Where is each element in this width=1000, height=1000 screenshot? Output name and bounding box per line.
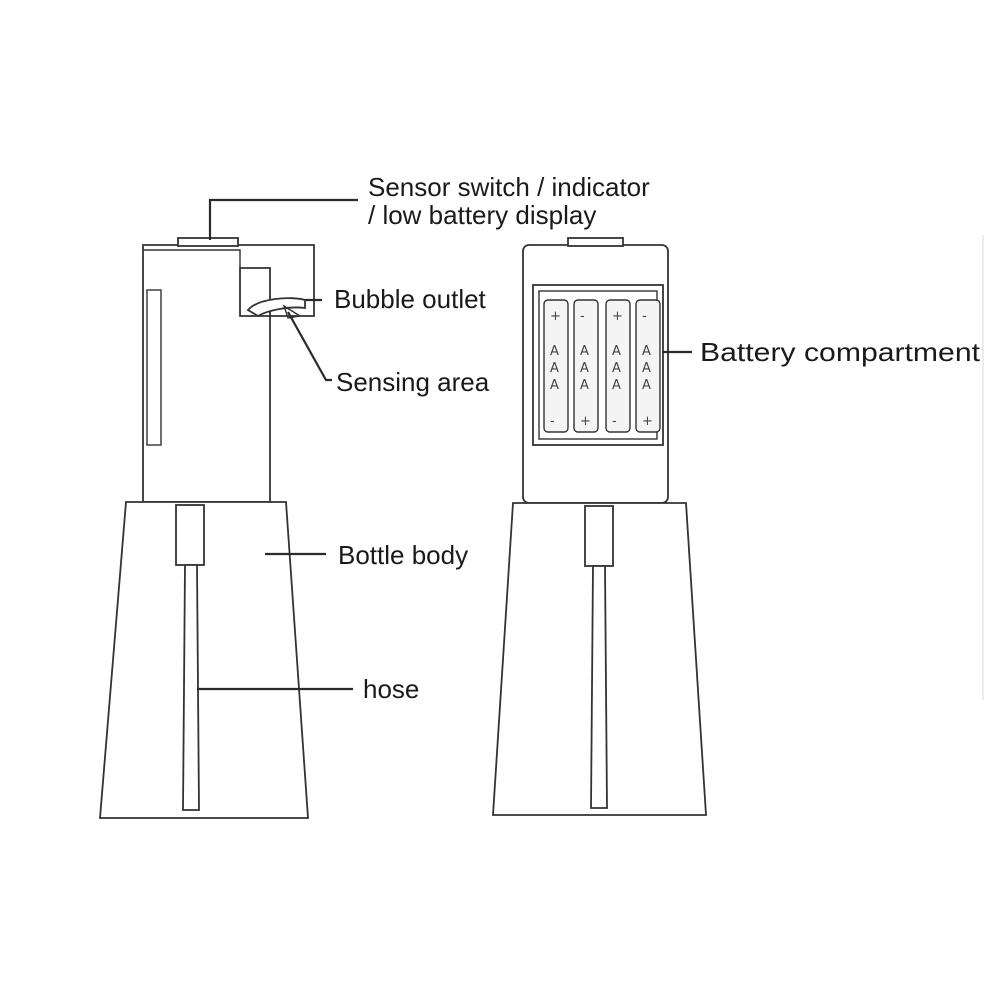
left-hose-collar	[175, 504, 205, 566]
svg-text:+: +	[642, 414, 653, 429]
label-bubble-outlet: Bubble outlet	[334, 284, 487, 314]
svg-text:-: -	[550, 414, 555, 429]
battery-2: - A A A +	[573, 299, 599, 433]
left-bottle-body	[99, 501, 309, 819]
svg-text:A: A	[550, 361, 559, 376]
battery-4: - A A A +	[635, 299, 661, 433]
svg-text:A: A	[580, 344, 589, 359]
left-side-panel	[146, 289, 162, 446]
battery-3: + A A A -	[605, 299, 631, 433]
label-bottle-body: Bottle body	[338, 540, 468, 570]
svg-text:A: A	[642, 344, 651, 359]
bubble-outlet-nozzle	[246, 297, 306, 318]
sensor-switch-button	[177, 237, 239, 247]
svg-text:A: A	[612, 344, 621, 359]
svg-text:+: +	[580, 414, 591, 429]
svg-text:A: A	[612, 361, 621, 376]
svg-text:-: -	[642, 309, 647, 324]
svg-text:A: A	[550, 378, 559, 393]
label-battery-compartment: Battery compartment	[700, 337, 981, 367]
right-hose	[590, 565, 608, 809]
svg-text:-: -	[612, 414, 617, 429]
svg-text:A: A	[642, 361, 651, 376]
svg-text:A: A	[580, 378, 589, 393]
svg-text:A: A	[580, 361, 589, 376]
label-sensor-switch-line1: Sensor switch / indicator	[368, 172, 650, 202]
label-sensing-area: Sensing area	[336, 367, 490, 397]
right-top-button	[567, 237, 624, 247]
battery-1: + A A A -	[543, 299, 569, 433]
svg-text:A: A	[612, 378, 621, 393]
leader-sensor-switch	[208, 198, 358, 240]
svg-text:+: +	[550, 309, 561, 324]
svg-text:A: A	[642, 378, 651, 393]
left-pump-head	[142, 244, 315, 503]
label-sensor-switch-line2: / low battery display	[368, 200, 596, 230]
svg-text:-: -	[580, 309, 585, 324]
left-dispenser	[99, 237, 315, 819]
label-hose: hose	[363, 674, 419, 704]
leader-sensing-area	[287, 311, 332, 382]
svg-text:A: A	[550, 344, 559, 359]
right-hose-collar	[584, 505, 614, 567]
left-hose	[182, 564, 200, 811]
sensing-area-window	[282, 304, 302, 319]
svg-text:+: +	[612, 309, 623, 324]
right-dispenser: + A A A - - A A A + + A A A - - A A A	[492, 237, 707, 816]
